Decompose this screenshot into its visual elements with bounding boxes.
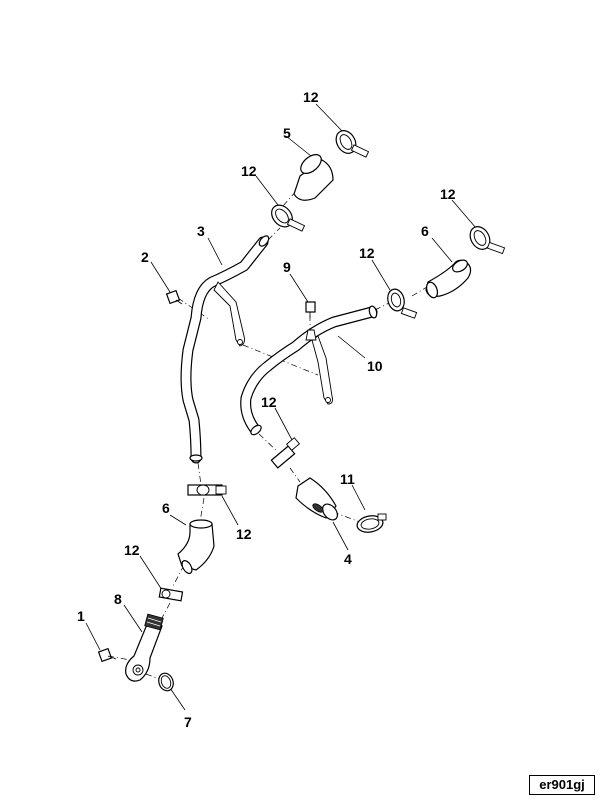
drawing-code-label: er901gj bbox=[529, 775, 595, 795]
callout-7: 7 bbox=[184, 714, 192, 730]
callout-2: 2 bbox=[141, 249, 149, 265]
bolt-part-1 bbox=[97, 647, 117, 663]
hose-part-5 bbox=[293, 154, 334, 201]
callout-12: 12 bbox=[440, 186, 456, 202]
pipe-part-10 bbox=[240, 305, 378, 436]
clamp-part-11 bbox=[356, 513, 387, 533]
clamp-part-12-g bbox=[158, 587, 184, 602]
callout-labels: 12 5 12 12 3 6 12 2 9 10 12 11 6 12 12 4… bbox=[77, 89, 456, 730]
bolt-part-2 bbox=[165, 289, 183, 305]
callout-10: 10 bbox=[367, 358, 383, 374]
pipe-part-3 bbox=[180, 235, 270, 464]
callout-8: 8 bbox=[114, 591, 122, 607]
o-ring-part-7 bbox=[158, 672, 174, 692]
alignment-lines bbox=[107, 171, 433, 681]
callout-12: 12 bbox=[303, 89, 319, 105]
leader-lines bbox=[85, 103, 477, 711]
clamp-part-12-a bbox=[335, 130, 370, 158]
callout-1: 1 bbox=[77, 608, 85, 624]
elbow-hose-part-6-upper bbox=[425, 259, 472, 299]
callout-12: 12 bbox=[124, 542, 140, 558]
hose-part-4 bbox=[295, 477, 338, 521]
callout-6: 6 bbox=[162, 500, 170, 516]
callout-3: 3 bbox=[197, 223, 205, 239]
callout-12: 12 bbox=[236, 526, 252, 542]
clamp-part-12-b bbox=[271, 204, 306, 232]
callout-12: 12 bbox=[359, 245, 375, 261]
callout-12: 12 bbox=[261, 394, 277, 410]
clamp-part-12-d bbox=[469, 226, 506, 255]
clamp-part-12-c bbox=[387, 288, 418, 319]
callout-11: 11 bbox=[340, 471, 355, 487]
callout-12: 12 bbox=[241, 163, 257, 179]
callout-5: 5 bbox=[283, 125, 291, 141]
callout-9: 9 bbox=[283, 259, 291, 275]
clamp-part-12-f bbox=[187, 484, 227, 496]
clamp-part-12-e bbox=[270, 437, 301, 469]
callout-4: 4 bbox=[344, 551, 352, 567]
elbow-hose-part-6-lower bbox=[177, 519, 215, 574]
bolt-part-9 bbox=[305, 301, 316, 318]
callout-6: 6 bbox=[421, 223, 429, 239]
fitting-part-8 bbox=[125, 613, 164, 682]
